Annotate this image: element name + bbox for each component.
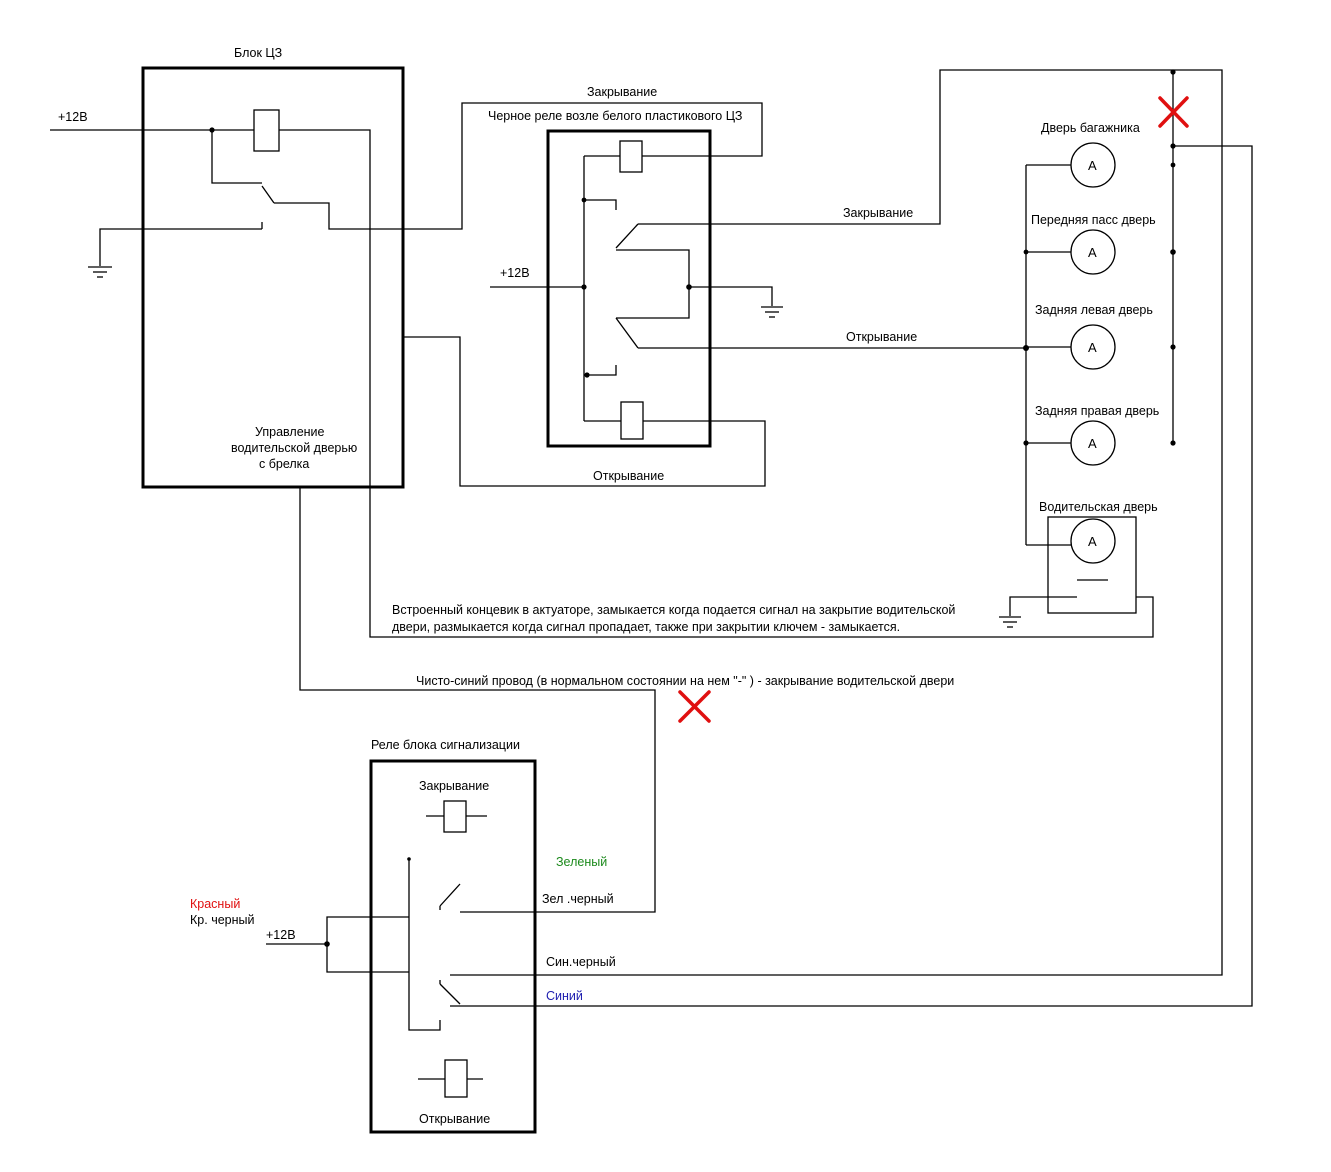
black-relay-lower-blade — [615, 317, 639, 349]
black-relay-title: Черное реле возле белого пластикового ЦЗ — [488, 109, 743, 123]
black-relay-plus12: +12В — [500, 266, 530, 280]
cross-mark-closing-2 — [1158, 96, 1189, 128]
meter-trunk — [1070, 142, 1116, 188]
black-relay-opening-out-label: Открывание — [846, 330, 917, 344]
meter-driver — [1070, 518, 1116, 564]
cz-control-label-3: с брелка — [259, 457, 309, 471]
closing-rail-junction-blue — [1170, 143, 1176, 149]
alarm-label-green-black-suffix: .черный — [563, 892, 613, 906]
black-relay-ground-wire — [689, 286, 773, 306]
alarm-dot-1 — [407, 857, 411, 861]
alarm-label-red-black-suffix: черный — [208, 913, 255, 927]
blue-wire — [450, 145, 1253, 1007]
alarm-relay-closing-label: Закрывание — [419, 779, 489, 793]
alarm-feed-upper — [326, 916, 409, 944]
junction-rear-left-r — [1170, 344, 1176, 350]
note-limit-switch-1: Встроенный концевик в актуаторе, замыкае… — [392, 603, 955, 617]
cz-plus12-label: +12В — [58, 110, 88, 124]
junction-rear-left-l — [1023, 345, 1029, 351]
black-relay-upper-blade — [615, 223, 639, 249]
meter-front-passenger-symbol: A — [1088, 245, 1097, 260]
black-relay-coil-bottom — [620, 401, 644, 440]
door-label-rear-left: Задняя левая дверь — [1035, 303, 1153, 317]
door-label-front-passenger: Передняя пасс дверь — [1031, 213, 1156, 227]
alarm-label-blue-black: Син.черный — [546, 955, 616, 969]
black-relay-closing-out — [450, 69, 1223, 976]
meter-trunk-symbol: A — [1088, 158, 1097, 173]
driver-actuator-box — [1047, 516, 1137, 614]
cz-ground-symbol — [88, 266, 112, 278]
alarm-label-blue: Синий — [546, 989, 583, 1003]
junction-rear-right-r — [1170, 440, 1176, 446]
cz-coil-out-wire — [279, 129, 1154, 638]
black-relay-closing-top: Закрывание — [587, 85, 657, 99]
cz-control-label-1: Управление — [255, 425, 325, 439]
meter-driver-symbol: A — [1088, 534, 1097, 549]
alarm-relay-opening-label: Открывание — [419, 1112, 490, 1126]
black-relay-lower-common — [616, 287, 690, 319]
junction-front-passenger-l — [1023, 249, 1029, 255]
alarm-lower-blade — [439, 983, 461, 1005]
cz-switch-out — [274, 102, 763, 230]
junction-front-passenger-r — [1170, 249, 1176, 255]
meter-rear-right — [1070, 420, 1116, 466]
cz-block-frame — [141, 66, 405, 489]
door-actuators: Дверь багажника A Передняя пасс дверь A … — [450, 69, 1253, 1007]
alarm-relay: Реле блока сигнализации Закрывание Откры… — [190, 738, 616, 1134]
cz-keyfob-wire — [299, 487, 656, 913]
alarm-label-red-black-prefix: Кр. — [190, 913, 208, 927]
cross-mark-blue-wire-2 — [678, 690, 711, 723]
black-relay: Закрывание Черное реле возле белого плас… — [450, 69, 1223, 976]
alarm-feed-lower — [326, 944, 409, 973]
alarm-opening-coil — [444, 1059, 468, 1098]
alarm-label-red-black: Кр. черный — [190, 913, 254, 927]
closing-rail-junction-top — [1170, 69, 1176, 75]
cz-switch-wire — [211, 130, 262, 184]
note-blue-wire: Чисто-синий провод (в нормальном состоян… — [416, 674, 954, 688]
note-limit-switch-2: двери, размыкается когда сигнал пропадае… — [392, 620, 900, 634]
alarm-label-red: Красный — [190, 897, 240, 911]
alarm-relay-title: Реле блока сигнализации — [371, 738, 520, 752]
door-label-trunk: Дверь багажника — [1041, 121, 1140, 135]
alarm-label-green-black-prefix: Зел — [542, 892, 563, 906]
black-relay-ground-symbol — [761, 306, 783, 318]
cz-control-label-2: водительской дверью — [231, 441, 357, 455]
cz-block: Блок ЦЗ +12В Управление водительской две… — [50, 46, 1154, 913]
door-label-rear-right: Задняя правая дверь — [1035, 404, 1159, 418]
black-relay-frame — [546, 129, 712, 448]
meter-rear-left — [1070, 324, 1116, 370]
alarm-label-green-black: Зел .черный — [542, 892, 614, 906]
black-relay-junction-2 — [581, 284, 587, 290]
limit-switch-ground-symbol — [999, 616, 1021, 628]
black-relay-closing-out-label: Закрывание — [843, 206, 913, 220]
alarm-label-green: Зеленый — [556, 855, 607, 869]
alarm-upper-blade — [439, 883, 461, 907]
black-relay-lower-contact — [587, 365, 617, 376]
junction-rear-right-l — [1023, 440, 1029, 446]
black-relay-coil-top — [619, 140, 643, 173]
door-label-driver: Водительская дверь — [1039, 500, 1158, 514]
alarm-closing-coil — [443, 800, 467, 833]
alarm-relay-frame — [369, 759, 537, 1134]
cz-ground-wire — [99, 228, 262, 266]
black-relay-upper-contact — [584, 199, 617, 210]
cz-relay-coil — [253, 109, 280, 152]
alarm-label-blue-black-prefix: Син. — [546, 955, 572, 969]
limit-switch-ground-wire — [1009, 596, 1048, 616]
black-relay-upper-common — [616, 249, 690, 287]
alarm-label-blue-black-suffix: черный — [572, 955, 615, 969]
meter-rear-left-symbol: A — [1088, 340, 1097, 355]
junction-trunk — [1170, 162, 1176, 168]
meter-front-passenger — [1070, 229, 1116, 275]
cz-block-title: Блок ЦЗ — [234, 46, 282, 60]
black-relay-opening-bottom-label: Открывание — [593, 469, 664, 483]
alarm-plus12-label: +12В — [266, 928, 296, 942]
meter-rear-right-symbol: A — [1088, 436, 1097, 451]
cz-opening-wire — [403, 336, 766, 487]
cz-switch-blade — [261, 185, 275, 204]
alarm-upper-contact — [408, 859, 441, 1031]
